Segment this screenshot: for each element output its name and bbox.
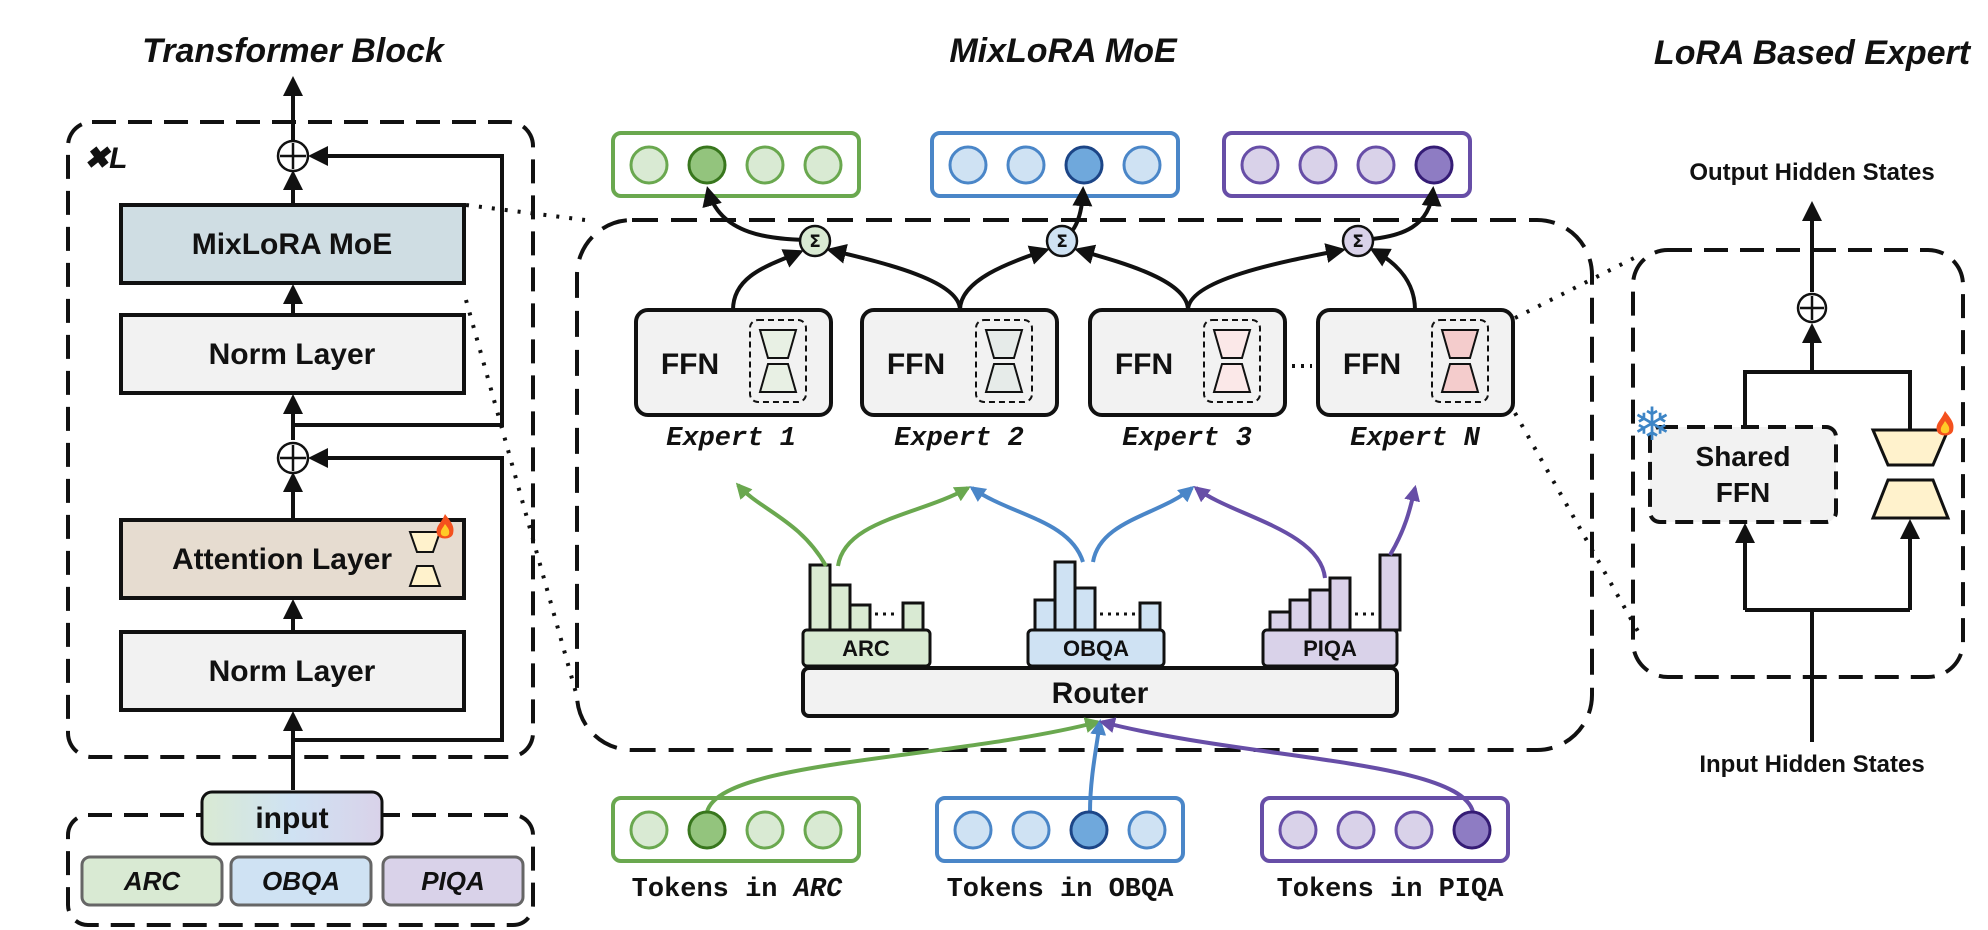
expert-2-name: Expert 2 [894,424,1024,454]
expert-2: FFN [860,308,1059,417]
token-flow-arc [705,717,1102,813]
input-tokens-obqa [935,796,1185,863]
lora-adapter [1870,428,1951,520]
dataset-arc-label: ARC [123,866,182,896]
output-tokens-piqa [1222,131,1472,198]
router-histogram-piqa [1268,553,1402,632]
residual-path-top [293,146,504,427]
attention-layer-label: Attention Layer [172,543,392,576]
router-tag-arc-label: ARC [842,636,890,661]
title-mixlora-moe: MixLoRA MoE [949,32,1178,70]
snowflake-icon: ❄ [1633,397,1672,451]
input-token-groups: Tokens in ARC Tokens in OBQA Tokens in P… [611,796,1510,905]
title-lora-expert: LoRA Based Expert [1654,34,1972,72]
dataset-arc [80,855,224,907]
expert-n-name: Expert N [1350,424,1480,454]
fire-icon [1936,411,1954,436]
input-box [200,790,384,846]
attention-layer [119,518,466,600]
input-section: input ARC OBQA PIQA [66,790,535,927]
dataset-piqa-label: PIQA [421,866,485,896]
norm-layer-top-label: Norm Layer [209,338,376,371]
tokens-in-arc-caption: Tokens in ARC [632,875,843,905]
expert-2-ffn-label: FFN [887,348,945,381]
route-arc-expert-2 [836,486,971,567]
fire-icon [436,514,454,539]
output-tokens-arc [611,131,861,198]
norm-layer-bottom [119,630,466,712]
norm-layer-top [119,313,466,395]
router-histogram-obqa [1033,560,1162,632]
sum-symbol: Σ [809,232,821,252]
router-histogram-arc [808,563,925,632]
attention-lora-adapter [408,531,442,587]
route-piqa-expert-n [1388,484,1420,557]
input-label: input [255,802,328,835]
router-tag-obqa-label: OBQA [1063,636,1129,661]
shared-ffn-line2: FFN [1716,477,1770,508]
expert-1-name: Expert 1 [666,424,796,454]
token-flow-obqa [1088,718,1107,813]
expert-n: FFN [1316,308,1515,417]
shared-ffn [1648,425,1838,524]
output-hidden-states-label: Output Hidden States [1689,159,1934,186]
expert-n-ffn-label: FFN [1343,348,1401,381]
sum-symbol: Σ [1352,232,1364,252]
router-label: Router [1052,677,1149,710]
lora-expert-frame [1631,248,1965,679]
dataset-piqa [381,855,525,907]
expert-3-ffn-label: FFN [1115,348,1173,381]
residual-path-bottom [293,448,504,742]
expert-3: FFN [1088,308,1287,417]
repeat-label: ✖L [84,142,127,175]
norm-layer-bottom-label: Norm Layer [209,655,376,688]
expert-1-ffn-label: FFN [661,348,719,381]
route-arc-expert-1 [735,482,828,567]
tokens-in-obqa-caption: Tokens in OBQA [947,875,1175,905]
sum-node-piqa [1341,224,1375,258]
input-hidden-states-label: Input Hidden States [1699,751,1924,778]
shared-ffn-line1: Shared [1696,441,1791,472]
route-obqa-expert-2 [969,486,1085,563]
sum-node-obqa [1045,224,1079,258]
dataset-frame [66,813,535,927]
router-tag-piqa-label: PIQA [1303,636,1357,661]
moe-section: Σ Σ Σ FFN Expert 1 FFN Expert 2 [575,131,1594,813]
input-tokens-arc [611,796,861,863]
dataset-obqa [229,855,373,907]
expert-3-name: Expert 3 [1122,424,1252,454]
input-tokens-piqa [1260,796,1510,863]
mixlora-moe-layer-label: MixLoRA MoE [192,228,393,261]
sum-node-arc [798,224,832,258]
moe-frame [575,218,1594,752]
route-piqa-expert-3 [1193,486,1327,579]
token-flow-piqa [1098,717,1475,813]
router [801,666,1399,718]
dataset-obqa-label: OBQA [262,866,340,896]
output-tokens-obqa [930,131,1180,198]
sum-symbol: Σ [1056,232,1068,252]
title-transformer-block: Transformer Block [142,32,446,70]
transformer-block: ✖L MixLoRA MoE Norm Layer Attention Laye… [66,76,535,790]
route-obqa-expert-3 [1091,485,1195,563]
mixlora-moe-layer [119,203,466,285]
lora-expert-section: Output Hidden States Shared FFN ❄ Input … [1631,159,1965,778]
tokens-in-piqa-caption: Tokens in PIQA [1277,875,1505,905]
expert-1: FFN [634,308,833,417]
